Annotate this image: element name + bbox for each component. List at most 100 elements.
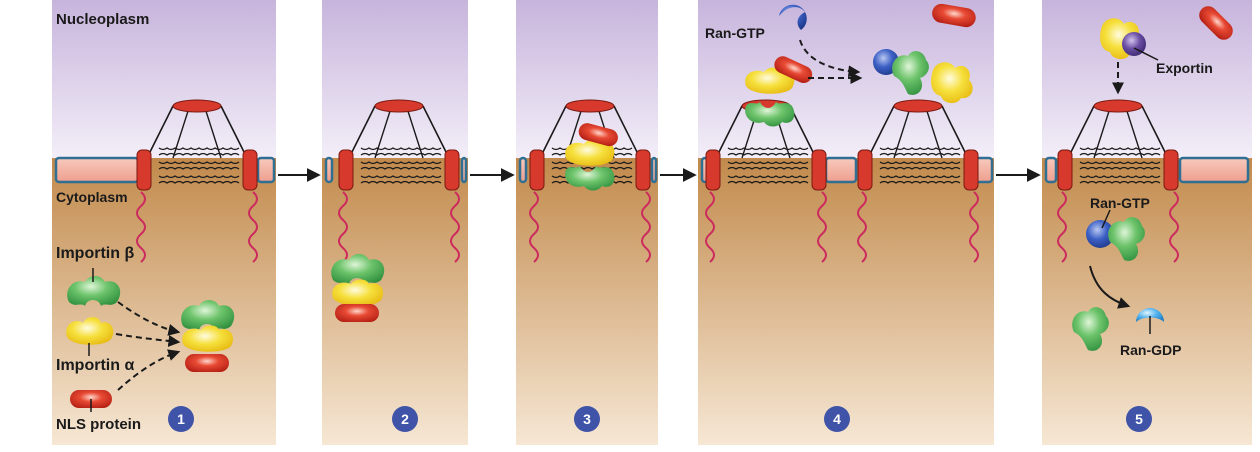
panel-5-nls-protein (1199, 6, 1233, 40)
solid-arrow-hydrolysis (1089, 265, 1131, 309)
step-badge-1 (168, 406, 194, 432)
fg-repeat-strand (1079, 152, 1161, 156)
dashed-arrow-ran-gtp (799, 39, 861, 78)
fg-repeat-strand (158, 161, 240, 165)
pore-spoke-right (635, 149, 651, 191)
exportin-complex (1100, 18, 1146, 60)
pore-nuclear-ring (172, 99, 222, 113)
pore-spoke-right (1163, 149, 1179, 191)
pore-basket-line (1141, 105, 1169, 159)
pore-basket-line (893, 107, 911, 159)
fg-repeat-strand (727, 161, 809, 165)
nls-protein-label: NLS protein (56, 416, 141, 433)
fg-repeat-strand (158, 147, 240, 151)
fg-repeat-strand (1079, 180, 1161, 184)
step-badges: 1 2 3 4 5 (168, 406, 1152, 432)
cytoplasm-label: Cytoplasm (56, 189, 128, 205)
fg-repeat-strand (158, 180, 240, 184)
cytoplasmic-fibril (817, 191, 827, 263)
cytoplasmic-fibril (1169, 191, 1179, 263)
dashed-arrow-beta (117, 301, 181, 336)
pore-spoke-left (1057, 149, 1073, 191)
cytoplasm-region (698, 158, 994, 445)
nucleoplasm-region (52, 0, 276, 158)
nucleoplasm-label: Nucleoplasm (56, 11, 149, 28)
fg-repeat-strand (1079, 147, 1161, 151)
nuclear-envelope-segment (824, 156, 858, 184)
fg-repeat-strand (360, 175, 442, 179)
nuclear-envelope-segment (460, 156, 468, 184)
free-importin-beta (1072, 307, 1109, 351)
ran-gdp-molecule (1136, 308, 1164, 322)
cytoplasmic-fibril (450, 191, 460, 263)
fg-repeat-strand (551, 166, 633, 170)
nuclear-envelope-segment (256, 156, 276, 184)
released-nls-protein (932, 3, 976, 28)
dashed-arrow-nls (117, 349, 181, 391)
ran-gtp-importin-beta (873, 49, 929, 95)
fg-repeat-strand (879, 166, 961, 170)
fg-repeat-strand (360, 147, 442, 151)
cytoplasmic-fibril (338, 191, 348, 263)
importin-alpha-molecule (66, 317, 114, 345)
panel-2 (322, 0, 468, 445)
pore-spoke-left (529, 149, 545, 191)
cytoplasm-region (516, 158, 658, 445)
ran-gtp-top-molecule (779, 4, 807, 30)
nuclear-envelope-segment (518, 156, 528, 184)
cytoplasm-region (1042, 158, 1252, 445)
step-badge-5 (1126, 406, 1152, 432)
step-badge-3 (574, 406, 600, 432)
panel-4-molecules (745, 3, 976, 127)
fg-repeat-strand (879, 152, 961, 156)
step-badge-2 (392, 406, 418, 432)
fg-repeat-strand (360, 180, 442, 184)
panel-5 (1042, 0, 1252, 445)
fg-repeat-strand (727, 147, 809, 151)
pore-spoke-right (963, 149, 979, 191)
nucleoplasm-region (322, 0, 468, 158)
pore-nuclear-ring (893, 99, 943, 113)
pore-basket-line (867, 105, 895, 159)
fg-repeat-strand (360, 152, 442, 156)
fg-repeat-strand (879, 175, 961, 179)
exportin-leader (1133, 47, 1159, 61)
pore-basket-line (613, 105, 641, 159)
pore-spoke-right (811, 149, 827, 191)
step-number-2: 2 (401, 411, 409, 427)
panel-5-molecules (1072, 6, 1233, 351)
fg-repeat-strand (879, 180, 961, 184)
ran-gtp-bottom-leader (1101, 209, 1111, 229)
fg-repeat-strand (360, 166, 442, 170)
step-badge-4 (824, 406, 850, 432)
pore-spoke-right (242, 149, 258, 191)
nuclear-pore-complex-1-1 (136, 99, 258, 263)
panel-2-complex (331, 254, 385, 322)
ran-gtp-bottom-label: Ran-GTP (1090, 195, 1150, 211)
importin-beta-label: Importin β (56, 245, 134, 262)
cytoplasmic-fibril (529, 191, 539, 263)
nuclear-pore-complex-4-2 (857, 99, 979, 263)
step-number-3: 3 (583, 411, 591, 427)
pore-spoke-left (136, 149, 152, 191)
pore-basket-line (348, 105, 376, 159)
fg-repeat-strand (1079, 166, 1161, 170)
pore-nuclear-ring (565, 99, 615, 113)
fg-repeat-strand (1079, 175, 1161, 179)
pore-basket-line (374, 107, 392, 159)
ran-gtp-top-label: Ran-GTP (705, 25, 765, 41)
pore-basket-line (1067, 105, 1095, 159)
fg-repeat-strand (1079, 161, 1161, 165)
pore-spoke-left (857, 149, 873, 191)
step-number-5: 5 (1135, 411, 1143, 427)
fg-repeat-strand (158, 166, 240, 170)
panel-1 (52, 0, 276, 445)
panel-3-complex (565, 123, 618, 191)
pore-basket-line (220, 105, 248, 159)
fg-repeat-strand (727, 175, 809, 179)
pore-basket-line (422, 105, 450, 159)
cytoplasmic-fibril (705, 191, 715, 263)
nuclear-pore-complex-5-1 (1057, 99, 1179, 263)
step-number-1: 1 (177, 411, 185, 427)
